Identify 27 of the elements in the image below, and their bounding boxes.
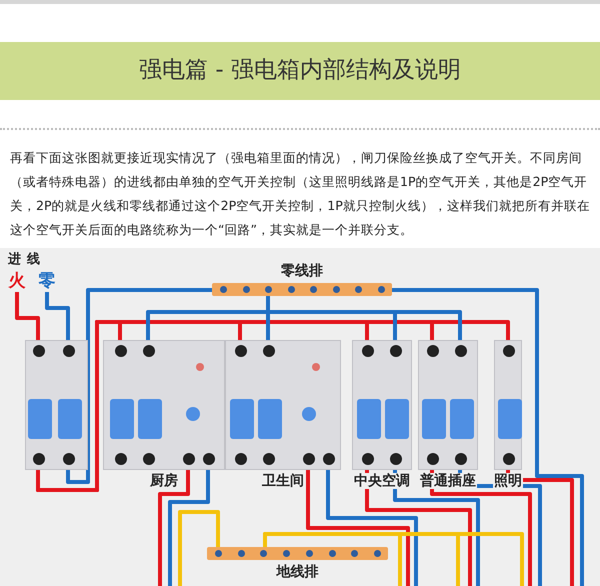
busbar-label: 零线排 (280, 262, 324, 280)
breaker-label: 照明 (493, 473, 523, 489)
wire (263, 532, 524, 586)
wire (168, 470, 210, 586)
wire-label: 零 (38, 270, 56, 292)
wire (36, 320, 510, 492)
wire (430, 470, 532, 586)
wire (15, 292, 40, 340)
wire (326, 470, 418, 586)
wire (392, 288, 584, 586)
wire-label: 进线 (8, 252, 46, 268)
wire (306, 470, 410, 586)
breaker-label: 卫生间 (261, 473, 305, 489)
wire-label: 火 (8, 270, 26, 292)
paragraph: 再看下面这张图就更接近现实情况了（强电箱里面的情况），闸刀保险丝换成了空气开关。不同房间（或者特殊电器）的进线都由单独的空气开关控制（这里照明线路是1P的空气开关，其他是2P空气开关，2P的就是火线和零线都通过这个2P空气开关控制，1P就只控制火线），这样我们就把所有并联在这个空气开关后面的电路统称为一个“回路”，其实就是一个并联分支。 (10, 149, 591, 239)
wire (66, 288, 212, 484)
wire (158, 470, 190, 586)
wire (393, 470, 480, 586)
breaker-label: 厨房 (149, 473, 179, 489)
breaker-label: 中央空调 (353, 473, 411, 489)
wire (365, 470, 472, 586)
wire (506, 470, 574, 586)
wire (45, 292, 70, 340)
title: 强电篇 - 强电箱内部结构及说明 (138, 56, 462, 85)
breaker-label: 普通插座 (419, 473, 477, 489)
wire (178, 510, 220, 586)
busbar-label: 地线排 (275, 563, 320, 581)
